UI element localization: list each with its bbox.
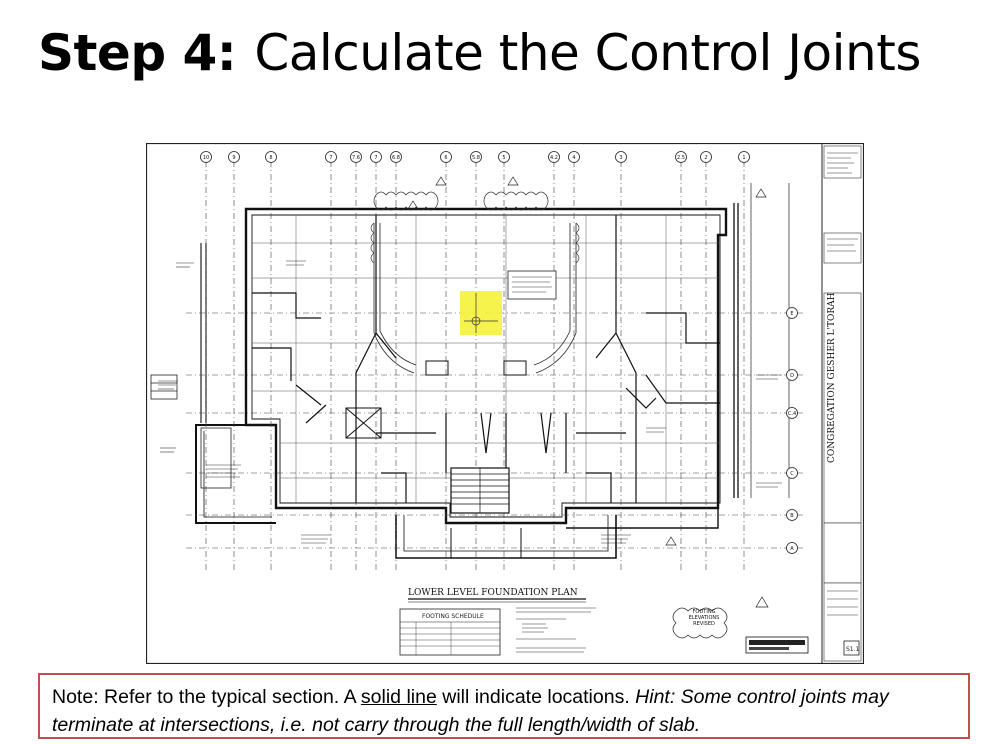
note-hint: Hint: Some control joints may terminate … <box>52 686 889 736</box>
stair <box>450 467 510 514</box>
plan-note-box <box>507 270 557 300</box>
grid-bubble-right-label: A <box>790 546 794 552</box>
grid-bubble-right-circle <box>786 542 798 554</box>
center-curves <box>373 223 577 374</box>
project-name: CONGREGATION GESHER L'TORAH <box>827 292 837 463</box>
title-block: S1.1 CONGREGATION GESHER L'TORAH <box>823 145 862 662</box>
elevations-note-text: FOOTING ELEVATIONS REVISED <box>688 609 720 627</box>
general-notes <box>516 607 596 653</box>
drawing-border <box>146 143 864 664</box>
grid-bubble-top-label: 7 <box>374 155 377 161</box>
grid-bubble-top-circle <box>350 151 362 163</box>
elevations-note: FOOTING ELEVATIONS REVISED <box>672 596 769 639</box>
firm-logo <box>745 636 809 654</box>
sheet-number: S1.1 <box>846 646 860 653</box>
grid-bubble-right-circle <box>786 407 798 419</box>
grid-bubble-top-label: 4 <box>572 155 575 161</box>
note-box: Note: Refer to the typical section. A so… <box>38 673 970 739</box>
slide-title: Step 4: Calculate the Control Joints <box>38 24 978 82</box>
callout-labels <box>158 260 782 544</box>
grid-bubble-top-circle <box>228 151 240 163</box>
elevator-shaft <box>345 360 527 439</box>
left-entry <box>150 374 232 489</box>
grid-bubble-top-label: 6.8 <box>392 155 400 161</box>
highlight-marker <box>460 291 502 335</box>
grid-bubble-top-circle <box>440 151 452 163</box>
grid-bubble-top-label: 7 <box>329 155 332 161</box>
grid-bubble-right-label: E <box>790 311 793 317</box>
grid-bubble-top-label: 9 <box>232 155 235 161</box>
slide-title-step: Step 4: <box>38 24 237 82</box>
revision-triangles <box>407 176 767 546</box>
highlight-box <box>460 291 502 335</box>
footing-schedule: FOOTING SCHEDULE <box>399 608 501 656</box>
grid-bubble-top-circle <box>390 151 402 163</box>
grid-bubble-top-circle <box>548 151 560 163</box>
grid-bubble-top-circle <box>498 151 510 163</box>
grid-bubble-top-label: 8 <box>269 155 272 161</box>
note-prefix: Note: Refer to the typical section. A <box>52 686 361 708</box>
note-middle: will indicate locations. <box>436 686 636 708</box>
grid-bubble-top-label: 2.5 <box>677 155 685 161</box>
slide-title-text: Calculate the Control Joints <box>254 24 921 82</box>
grid-bubble-top-circle <box>675 151 687 163</box>
interior-walls <box>252 215 720 503</box>
grid-bubble-top-label: 4.2 <box>550 155 558 161</box>
grid-bubble-top-circle <box>265 151 277 163</box>
grid-bubble-top-label: 5.8 <box>472 155 480 161</box>
grid-bubble-top-label: 10 <box>203 155 209 161</box>
grid-bubble-top-label: 6 <box>444 155 447 161</box>
grid-bubble-top-label: 7.6 <box>352 155 360 161</box>
grid-bubbles-right: E D C.4C B A <box>786 307 798 554</box>
grid-bubble-right-circle <box>786 509 798 521</box>
grid-bubble-top-circle <box>325 151 337 163</box>
revision-clouds <box>370 191 580 264</box>
grid-bubble-top-label: 1 <box>742 155 745 161</box>
grid-bubble-top-circle <box>615 151 627 163</box>
grid-bubble-right-label: D <box>790 373 794 379</box>
grid-bubble-top-circle <box>568 151 580 163</box>
grid-bubble-right-label: B <box>790 513 794 519</box>
grid-bubble-top-label: 3 <box>619 155 622 161</box>
grid-bubble-top-circle <box>738 151 750 163</box>
grid-bubble-top-circle <box>370 151 382 163</box>
interior-slab-lines <box>252 215 720 503</box>
foundation-plan-drawing: S1.1 CONGREGATION GESHER L'TORAH <box>146 143 864 664</box>
building-outline <box>195 207 728 559</box>
grid-bubble-right-label: C <box>790 471 794 477</box>
plan-title: LOWER LEVEL FOUNDATION PLAN <box>408 588 578 598</box>
plan-title-block: LOWER LEVEL FOUNDATION PLAN <box>408 588 586 603</box>
grid-bubble-right-circle <box>786 467 798 479</box>
side-wall-hatching <box>200 183 790 498</box>
grid-bubble-top-label: 5 <box>502 155 505 161</box>
grid-bubbles-top: 10 9 8 7 7.6 7 6.8 6 5.8 5 4.2 4 3 2.5 2 1 <box>200 151 750 163</box>
grid-bubble-right-circle <box>786 369 798 381</box>
grid-bubble-top-circle <box>200 151 212 163</box>
grid-bubble-top-label: 2 <box>704 155 707 161</box>
grid-bubble-right-label: C.4 <box>788 411 796 417</box>
note-solid-line: solid line <box>360 686 437 708</box>
footing-schedule-title: FOOTING SCHEDULE <box>422 613 484 620</box>
foundation-plan-svg: S1.1 CONGREGATION GESHER L'TORAH <box>146 143 864 664</box>
grid-bubble-right-circle <box>786 307 798 319</box>
grid-bubble-top-circle <box>700 151 712 163</box>
grid-bubble-top-circle <box>470 151 482 163</box>
